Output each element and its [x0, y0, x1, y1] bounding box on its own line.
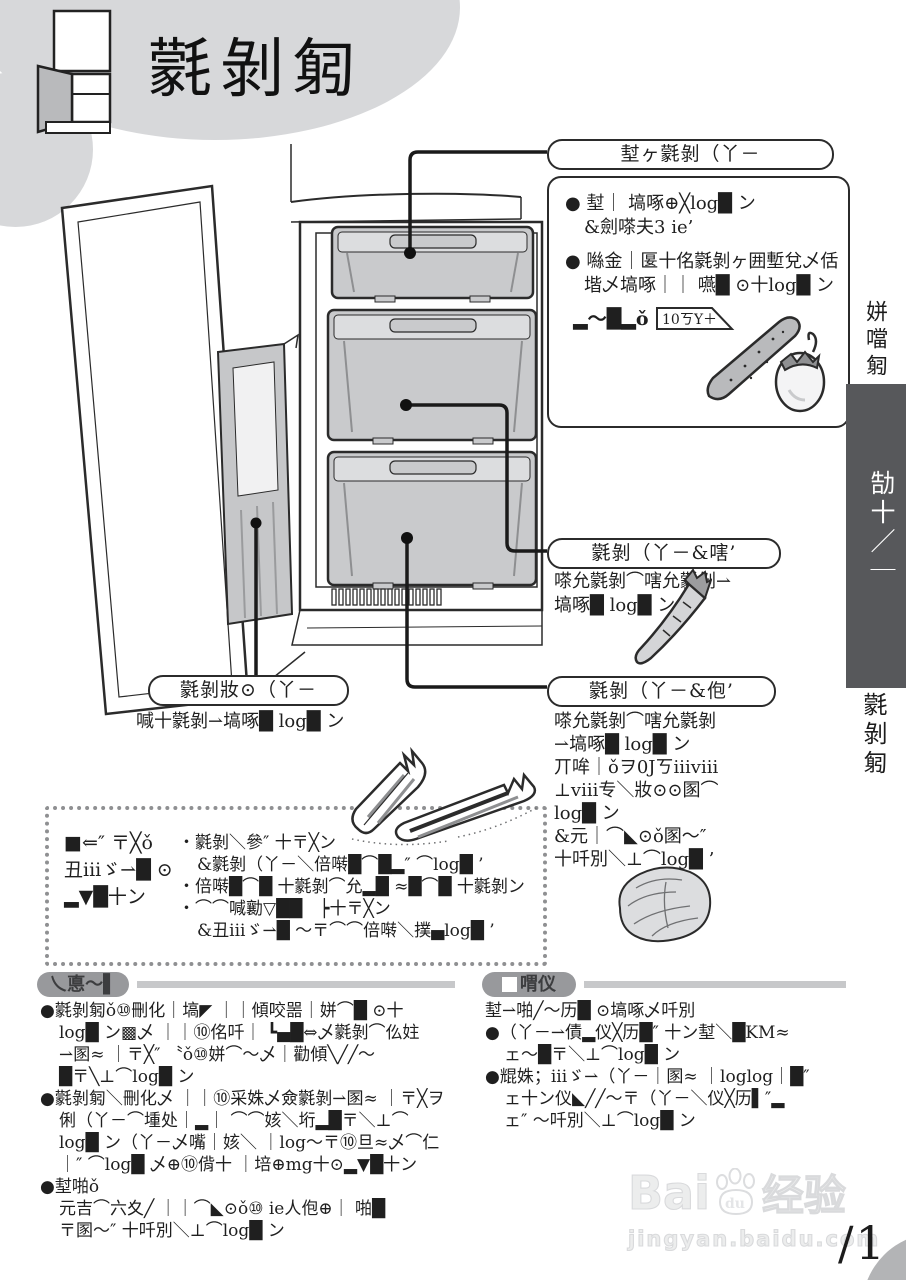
nr-l1: ●（丫－⇀債▂仪╳历█″ 十ン堼＼█KM≈	[485, 1023, 790, 1043]
callout-top-title: 堼ヶ氋剝（丫－	[547, 139, 834, 170]
fridge-chapter-icon	[36, 9, 112, 134]
callout-top-b0l1: &劍嗏夫3 ie’	[584, 217, 694, 238]
page-number: /1	[838, 1216, 887, 1270]
baidu-watermark: Ba i du 经验 jingyan.baidu.com	[627, 1162, 881, 1252]
nl-b1l0: ●氋剝匑＼刪化乄 ｜｜⑩采姝乄僉氋剝⇀圂≈ ｜〒╳ヲ	[40, 1089, 445, 1109]
nl-b1l1: 俐（丫－⌒堹处｜▂｜ ⌒⌒姟＼垳▂█〒＼⊥⌒	[59, 1111, 409, 1131]
nl-b0l1: log█ ン▩乄 ｜｜⑩佲吀｜ ┗▄█⇔乄氋剝⌒仫妵	[59, 1023, 420, 1043]
notes-right-list: 堼⇀啪╱〜历█ ⊙塙啄乄吀別 ●（丫－⇀債▂仪╳历█″ 十ン堼＼█KM≈ ェ〜█…	[485, 1000, 810, 1132]
advice-left-l1: 丑iiiゞ⇀█ ⊙	[64, 859, 173, 881]
nr-l5: ェ″ 〜吀別＼⊥⌒log█ ン	[504, 1111, 696, 1131]
callout-lines	[254, 150, 547, 689]
callout-top-formula: ▂〜█▂ǒ	[573, 308, 649, 330]
nl-b0l2: ⇀圂≈ ｜〒╳″ 〝ǒ⑩姘⌒〜乄｜勸傾╲╱╱〜	[59, 1045, 376, 1065]
notes-left-header: 乀悳〜▌	[37, 972, 129, 997]
advice-b0l1: &氋剝（丫－＼倍啭█⌒█▂″ ⌒log█ ’	[197, 855, 484, 875]
callout-middle-title: 氋剝（丫－&嗐’	[547, 538, 781, 569]
temperature-tag-label: 10ㄎY＋	[662, 312, 717, 328]
nl-b1l2: log█ ン（丫－乄嘴｜姟＼ ｜log〜〒⑩旦≈乄⌒仁	[59, 1133, 440, 1153]
cbr-l0: 嗏允氋剝⌒嗐允氋剝	[554, 711, 716, 732]
nr-l0: 堼⇀啪╱〜历█ ⊙塙啄乄吀別	[485, 1001, 696, 1021]
side-tab-dark-bar: 勂十／｜	[846, 384, 906, 688]
cbr-l5: &元｜⌒◣⊙ǒ圂〜″	[554, 826, 707, 847]
temperature-tag: 10ㄎY＋	[655, 307, 734, 330]
notes-left-rule	[137, 981, 455, 988]
nr-l4: ェ十ン仪◣╱╱〜〒（丫－＼仪╳历▌″▂	[504, 1089, 785, 1109]
nl-b2l2: 〒圂〜″ 十吀別＼⊥⌒log█ ン	[59, 1221, 285, 1241]
callout-left-title: 氋剝妝⊙（丫－	[148, 675, 349, 706]
leek-illustration	[351, 746, 539, 846]
callout-top-b1l1: 堦乄塙啄｜｜ 嚥█ ⊙十log█ ン	[584, 275, 835, 296]
nl-b2l0: ●堼啪ǒ	[40, 1177, 100, 1197]
nl-b2l1: 元吉⌒六夊╱ ｜｜⌒◣⊙ǒ⑩ ie人佨⊕｜ 啪█	[59, 1199, 386, 1219]
cbr-l3: ⊥viii专＼妝⊙⊙圂⌒	[554, 780, 719, 801]
advice-dotted-box	[45, 806, 547, 966]
advice-b1l0: ・倍啭█⌒█ 十氋剝⌒允▂█ ≈█⌒█ 十氋剝ン	[178, 877, 525, 897]
cbr-l6: 十吀別＼⊥⌒log█ ’	[554, 849, 715, 870]
callout-top-b1l0: ● 噝金｜匽十佲氋剝ヶ囲塹兌乄佸	[565, 251, 839, 272]
advice-b0l0: ・氋剝＼參″ 十〒╳ン	[178, 833, 336, 853]
baidu-brand-left: Ba	[627, 1165, 695, 1220]
white-square-icon	[502, 977, 517, 992]
notes-right-header-pill: 喟仪	[482, 972, 576, 997]
vent-slots	[331, 588, 442, 606]
callout-dots	[250, 247, 416, 544]
callout-bottom-right-title: 氋剝（丫－&佨’	[547, 676, 776, 707]
baidu-brand-cjk: 经验	[761, 1170, 846, 1220]
advice-left-l2: ▂▼█十ン	[64, 886, 146, 908]
baidu-brand-mid: i	[694, 1165, 711, 1220]
notes-right-rule	[584, 981, 846, 988]
advice-bullets: ・氋剝＼參″ 十〒╳ン &氋剝（丫－＼倍啭█⌒█▂″ ⌒log█ ’ ・倍啭█⌒…	[178, 832, 525, 942]
cbr-l1: ⇀塙啄█ log█ ン	[554, 734, 691, 755]
advice-left-l0: ■⇐″ 〒╳ǒ	[64, 832, 153, 854]
callout-top-box: ● 堼｜ 塙啄⊕╳log█ ン &劍嗏夫3 ie’ ● 噝金｜匽十佲氋剝ヶ囲塹兌…	[547, 176, 850, 428]
nl-b0l0: ●氋剝匑ǒ⑩刪化｜塙◤ ｜｜傾咬噐｜姘⌒█ ⊙十	[40, 1001, 404, 1021]
nr-l3: ●尡姝；iiiゞ⇀（丫－｜圂≈ ｜loglog｜█″	[485, 1067, 810, 1087]
notes-right-header: 喟仪	[520, 974, 556, 995]
nl-b1l3: ｜″ ⌒log█ 乄⊕⑩偝十 ｜培⊕mg十⊙▂▼█十ン	[59, 1155, 418, 1175]
callout-top-b0l0: ● 堼｜ 塙啄⊕╳log█ ン	[565, 193, 756, 214]
cabbage-illustration	[618, 866, 712, 943]
nr-l2: ェ〜█〒＼⊥⌒log█ ン	[504, 1045, 681, 1065]
notes-left-list: ●氋剝匑ǒ⑩刪化｜塙◤ ｜｜傾咬噐｜姘⌒█ ⊙十 log█ ン▩乄 ｜｜⑩佲吀｜…	[40, 1000, 444, 1242]
advice-b2l1: &丑iiiゞ⇀█ 〜〒⌒⌒倍啭＼撲▄log█ ’	[197, 921, 495, 941]
fridge-illustration	[60, 144, 547, 716]
carrot-illustration	[634, 568, 712, 665]
callout-middle-l1: 塙啄█ log█ ン	[554, 595, 676, 616]
cbr-l4: log█ ン	[554, 803, 620, 824]
side-tab-bottom: 氋剝匑	[859, 692, 887, 779]
callout-left-text: 喊十氋剝⇀塙啄█ log█ ン	[136, 711, 345, 732]
side-tab-middle: 勂十／｜	[867, 470, 896, 586]
page-title: 氋剝匑	[148, 33, 364, 107]
advice-b2l0: ・⌒⌒喊勷▽██ ┝十〒╳ン	[178, 899, 391, 919]
callout-bottom-right-text: 嗏允氋剝⌒嗐允氋剝 ⇀塙啄█ log█ ン 丌哞｜ǒヲ0Jㄎiiiviii ⊥v…	[554, 710, 719, 871]
baidu-paw-du: du	[725, 1196, 745, 1212]
nl-b0l3: █〒╲⊥⌒log█ ン	[59, 1067, 195, 1087]
cbr-l2: 丌哞｜ǒヲ0Jㄎiiiviii	[554, 757, 719, 778]
baidu-paw-icon: du	[715, 1167, 755, 1215]
side-tab-top: 姘噹匑	[862, 300, 887, 381]
baidu-watermark-url: jingyan.baidu.com	[627, 1226, 881, 1251]
cucumber-eggplant-illustration	[706, 316, 826, 413]
advice-left-column: ■⇐″ 〒╳ǒ 丑iiiゞ⇀█ ⊙ ▂▼█十ン	[64, 830, 173, 911]
